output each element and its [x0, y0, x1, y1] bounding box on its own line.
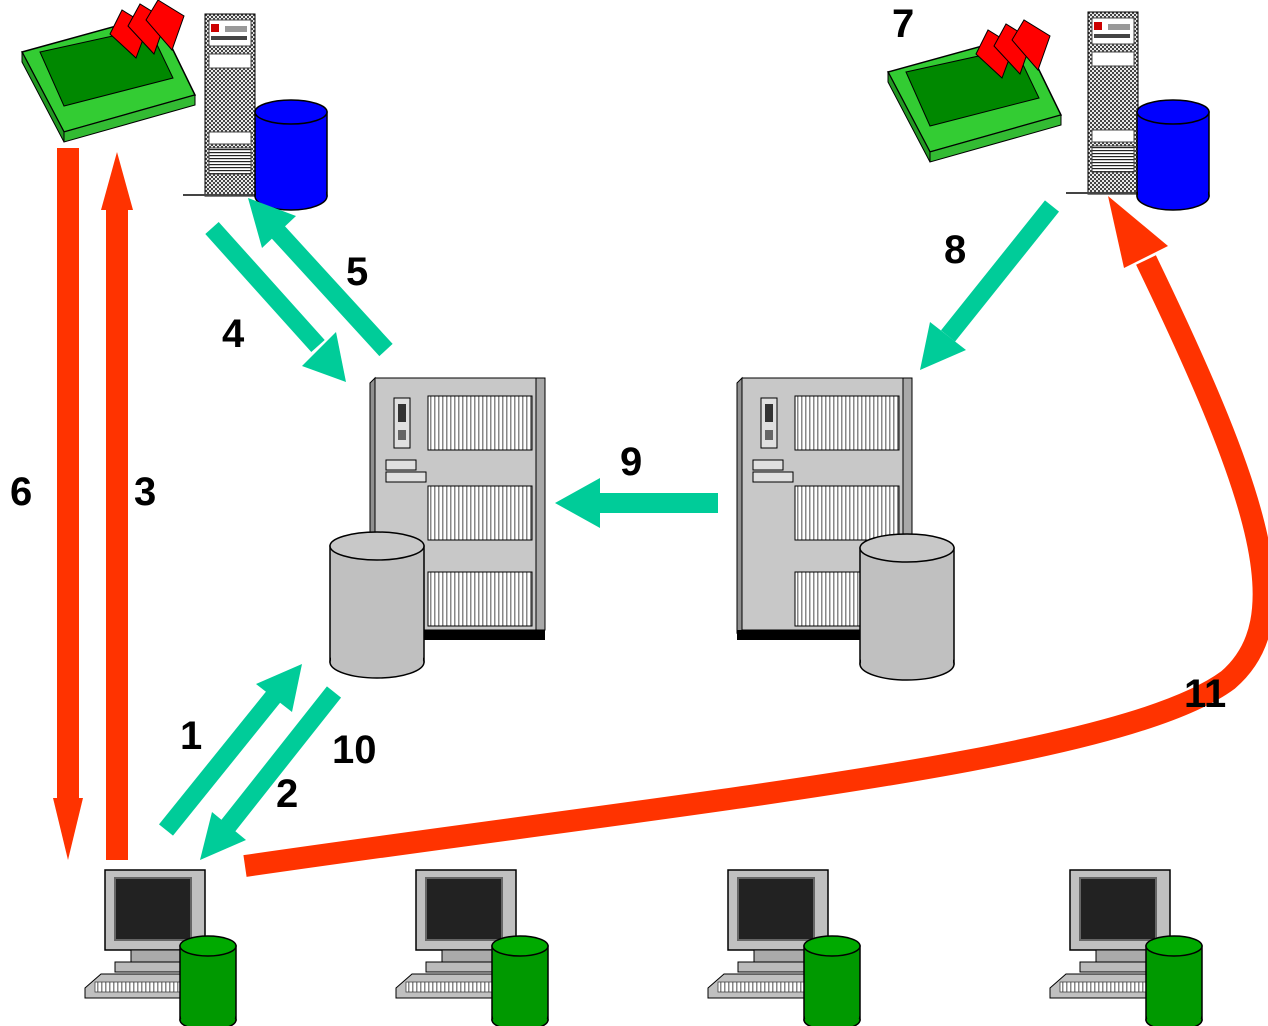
tower-server-right — [1065, 11, 1139, 195]
step-label-4: 4 — [222, 312, 245, 356]
arrow-1 — [158, 664, 302, 836]
arrow-10-2 — [200, 686, 342, 860]
step-label-11: 11 — [1184, 672, 1227, 716]
arrow-8 — [920, 200, 1060, 370]
arrow-6 — [53, 148, 83, 860]
step-label-9: 9 — [620, 440, 643, 484]
step-label-10: 10 — [332, 728, 377, 772]
step-label-7: 7 — [892, 2, 915, 46]
arrow-9 — [555, 478, 718, 528]
step-label-2: 2 — [276, 772, 299, 816]
disk-green-2 — [491, 935, 549, 1026]
step-label-1: 1 — [180, 714, 203, 758]
step-label-5: 5 — [346, 250, 369, 294]
disk-green-3 — [803, 935, 861, 1026]
arrow-11 — [243, 196, 1268, 877]
disk-gray-right — [859, 533, 955, 681]
step-label-6: 6 — [10, 470, 33, 514]
disk-gray-center — [329, 531, 425, 679]
tray-left — [21, 0, 196, 143]
disk-blue-left — [254, 99, 328, 211]
disk-green-1 — [179, 935, 237, 1026]
disk-blue-right — [1136, 99, 1210, 211]
arrow-5 — [248, 198, 393, 357]
disk-green-4 — [1145, 935, 1203, 1026]
arrow-3 — [101, 152, 133, 860]
arrow-4 — [205, 221, 346, 382]
step-label-3: 3 — [134, 470, 157, 514]
step-label-8: 8 — [944, 228, 967, 272]
